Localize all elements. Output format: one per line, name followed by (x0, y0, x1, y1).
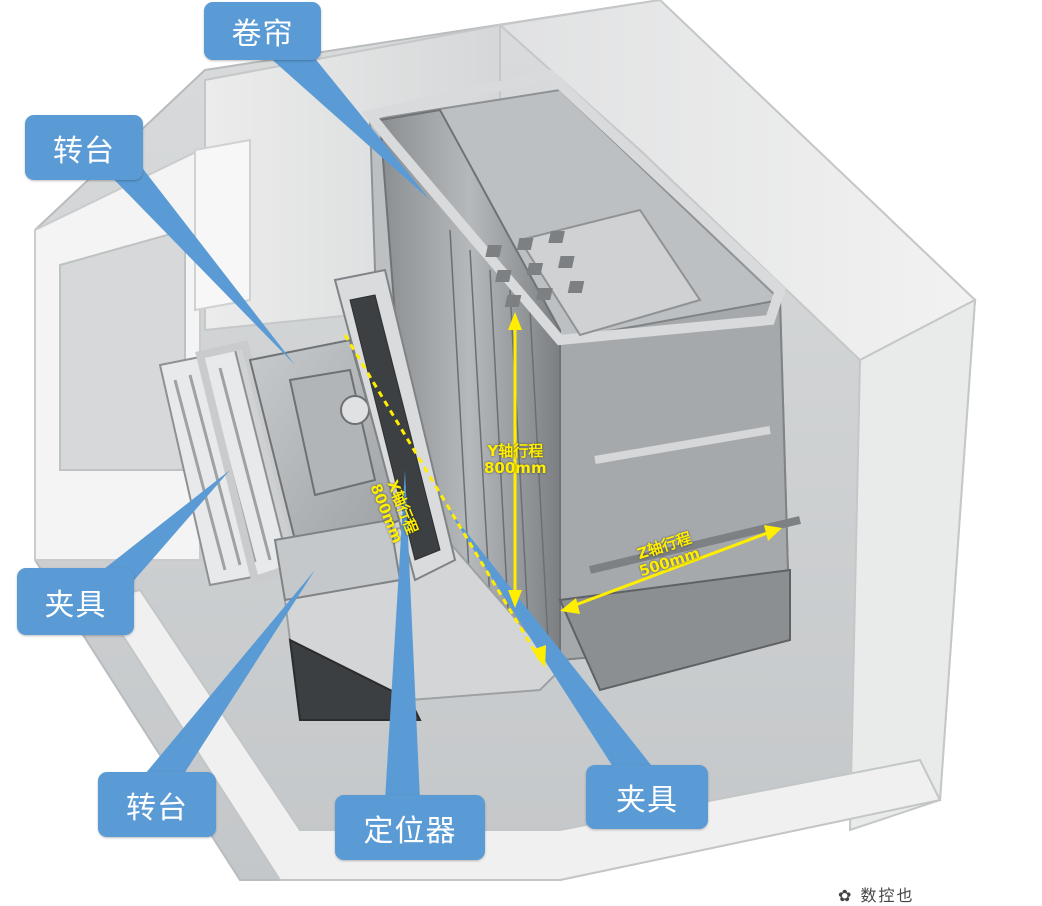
grid-holes (485, 231, 585, 307)
callout-turntable-bottom: 转台 (98, 772, 216, 837)
leader-turntable-top (95, 160, 295, 365)
x-arrow-head (532, 645, 546, 668)
bed-lower (288, 638, 422, 721)
y-axis-travel-label: Y轴行程 800mm (484, 443, 547, 477)
leader-turntable-bottom (140, 570, 315, 780)
z-arrow-head-left (560, 598, 580, 614)
callout-turntable-top: 转台 (25, 115, 143, 180)
callout-fixture-right: 夹具 (586, 765, 708, 829)
z-arrow-head-right (764, 525, 782, 541)
y-arrow-head-bottom (508, 590, 522, 608)
callout-fixture-left: 夹具 (17, 568, 134, 635)
enclosure-right-wall (848, 298, 977, 832)
y-axis-travel-value: 800mm (484, 459, 547, 477)
callout-locator: 定位器 (335, 795, 485, 860)
curtain-slats (449, 229, 549, 641)
top-grid-plate (518, 208, 702, 337)
callout-curtain: 卷帘 (204, 2, 321, 60)
watermark-text: ✿ 数控也 (838, 886, 915, 905)
leader-lines (90, 40, 655, 800)
leader-locator (385, 470, 420, 800)
y-axis-travel-title: Y轴行程 (487, 442, 544, 460)
leader-fixture-right (445, 505, 655, 770)
dimension-arrows (343, 312, 782, 668)
front-ledge (98, 588, 942, 881)
x-axis-arrow (343, 334, 542, 661)
gantry-frame (361, 69, 801, 662)
turntable-assembly (158, 268, 457, 602)
leader-fixture-left (90, 470, 230, 585)
z-axis-arrow (569, 530, 771, 609)
side-beam (594, 426, 771, 464)
top-frame (361, 69, 786, 346)
locator-inner (349, 294, 441, 561)
spindle-hub (340, 395, 370, 425)
leader-curtain (250, 40, 430, 200)
left-window-opening (59, 228, 186, 471)
y-arrow-head-top (508, 312, 522, 330)
z-base (558, 568, 791, 692)
